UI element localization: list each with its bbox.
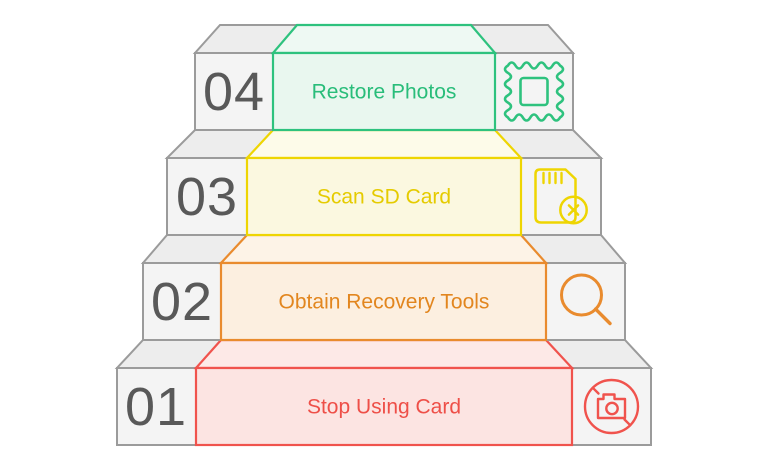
photo-stamp-icon — [503, 61, 565, 122]
step-03-band-top — [244, 128, 524, 160]
search-icon — [560, 273, 612, 326]
step-02-band-front — [219, 261, 548, 342]
step-01-band-top — [193, 338, 575, 370]
step-01-label: Stop Using Card — [307, 396, 461, 419]
step-04-number: 04 — [203, 62, 265, 122]
step-02-number: 02 — [151, 272, 213, 332]
step-03-label: Scan SD Card — [317, 186, 451, 209]
sd-card-error-icon — [534, 168, 588, 225]
no-camera-icon — [583, 378, 640, 435]
step-02-band-top — [218, 233, 549, 265]
step-02-label: Obtain Recovery Tools — [279, 291, 490, 314]
step-01-band-front — [194, 366, 574, 447]
step-03-band-front — [245, 156, 523, 237]
step-01-number: 01 — [125, 377, 187, 437]
step-02: 02 Obtain Recovery Tools — [140, 233, 628, 342]
step-04-band-front — [271, 51, 497, 132]
step-03-number: 03 — [176, 167, 238, 227]
step-04-label: Restore Photos — [312, 81, 457, 104]
step-04: 04 Restore Photos — [192, 23, 576, 132]
step-03: 03 Scan SD Card — [164, 128, 604, 237]
step-04-band-top — [270, 23, 498, 55]
step-01: 01 Stop Using Card — [114, 338, 654, 447]
